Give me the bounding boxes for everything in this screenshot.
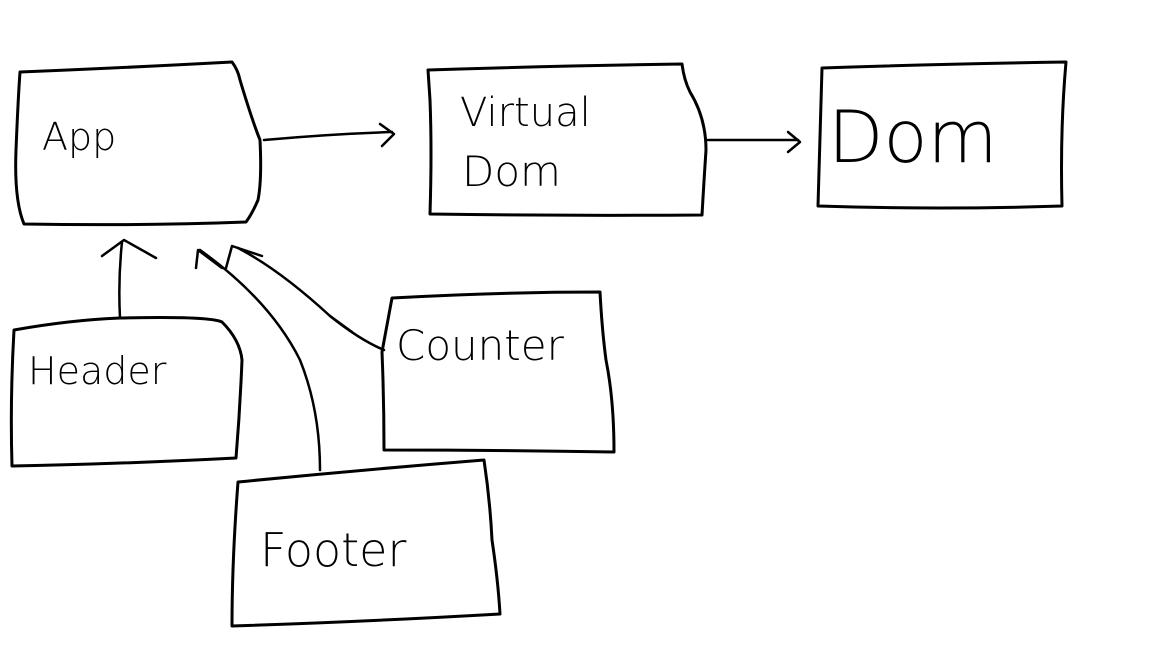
virtual-dom-label-line2: Dom [462,147,561,196]
app-node: App [14,60,263,227]
arrow-virtual-dom-to-dom [706,130,802,154]
virtual-dom-node: Virtual Dom [426,62,708,217]
arrow-footer-to-app [194,248,322,472]
header-label: Header [28,349,167,393]
footer-label: Footer [260,523,406,577]
app-label: App [42,115,116,159]
counter-node: Counter [380,290,616,454]
dom-node: Dom [816,60,1068,210]
counter-label: Counter [396,321,565,370]
arrow-counter-to-app [224,244,386,352]
header-node: Header [9,316,244,468]
arrow-header-to-app [100,238,158,320]
footer-node: Footer [230,458,502,628]
dom-label: Dom [828,95,998,179]
virtual-dom-label-line1: Virtual [460,90,591,136]
arrow-app-to-virtual-dom [262,122,396,148]
